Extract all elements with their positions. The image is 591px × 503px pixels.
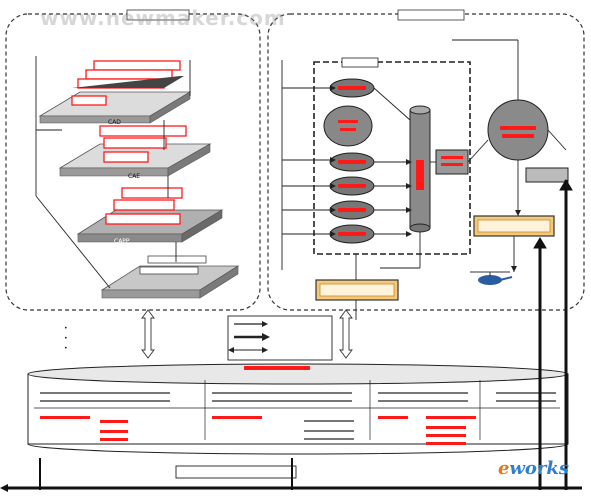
left-panel-title-badge	[126, 9, 190, 21]
upward-arrows	[39, 179, 573, 490]
watermark-text: www.newmaker.com	[40, 6, 286, 30]
double-arrow-icon-right	[339, 309, 353, 359]
capp-box-2	[113, 199, 175, 211]
svg-text:•: •	[64, 325, 68, 332]
vertical-cylinder	[409, 105, 431, 233]
enterprise-network-bar	[0, 465, 582, 492]
svg-text:•: •	[64, 335, 68, 342]
bottom-layer	[100, 255, 240, 299]
right-panel-title-badge	[397, 9, 465, 21]
workshop-title-badge	[341, 57, 379, 68]
cad-box-4	[71, 95, 107, 106]
workshop-inner-frame	[313, 61, 471, 255]
cad-box-2	[85, 69, 173, 80]
legend-interfaces: • • •	[64, 325, 68, 352]
cad-layer-label: CAD	[108, 119, 121, 126]
workshop-nodes	[323, 78, 375, 244]
capp-layer: CAPP	[76, 187, 224, 245]
double-arrow-icon	[141, 309, 155, 359]
cae-box-2	[103, 137, 167, 149]
node-red-marks	[338, 86, 366, 236]
workshop-line-box	[315, 279, 399, 301]
right-flow-lines	[281, 39, 567, 320]
capp-layer-label: CAPP	[114, 238, 130, 245]
node-circle-center	[323, 105, 373, 147]
left-flow-lines	[35, 56, 191, 289]
pdm-text-lines	[40, 392, 556, 440]
eworks-logo-prefix: e	[497, 458, 510, 479]
capp-box-3	[105, 213, 181, 225]
capp-box-1	[121, 187, 183, 199]
eworks-logo: eworks	[498, 458, 569, 479]
inspection-box	[525, 167, 569, 183]
svg-text:•: •	[64, 345, 68, 352]
cae-box-3	[103, 151, 149, 163]
pdm-red-marks	[40, 366, 476, 445]
cad-layer: CAD	[38, 60, 192, 126]
storage-box	[435, 149, 469, 175]
eworks-logo-main: works	[509, 458, 569, 479]
right-arrowheads	[330, 85, 521, 272]
cae-layer: CAE	[58, 125, 212, 180]
assembly-circle	[487, 99, 549, 161]
cae-layer-label: CAE	[128, 173, 140, 180]
cae-box-1	[99, 125, 187, 137]
assembly-line-box	[473, 215, 555, 237]
helicopter-icon	[470, 271, 513, 285]
legend-keys	[228, 321, 270, 353]
cad-box-1	[93, 60, 181, 71]
